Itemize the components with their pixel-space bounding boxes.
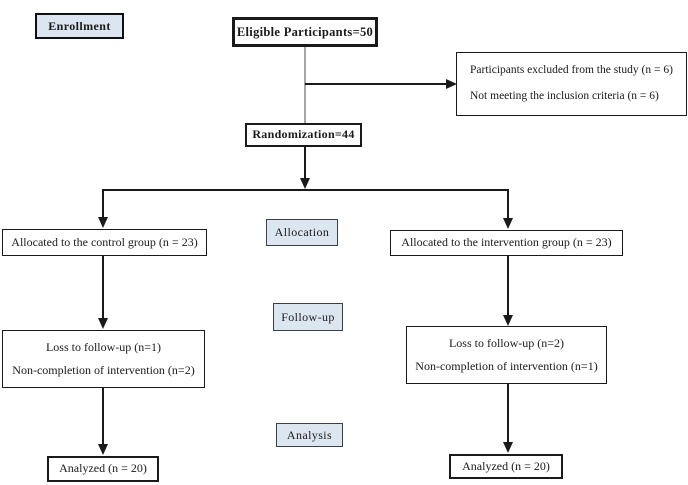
node-control-followup: Loss to follow-up (n=1) Non-completion o…	[2, 330, 205, 388]
node-intervention-followup: Loss to follow-up (n=2) Non-completion o…	[406, 326, 607, 384]
arrowhead-randomization-branch	[300, 178, 310, 189]
connector-intervention-to-analyzed	[507, 384, 509, 442]
excluded-line2: Not meeting the inclusion criteria (n = …	[470, 90, 659, 103]
connector-randomization-to-branch	[304, 147, 306, 178]
excluded-line1: Participants excluded from the study (n …	[470, 64, 673, 77]
connector-branch-to-control	[102, 189, 104, 217]
arrowhead-control-followup	[98, 318, 108, 329]
branch-line	[102, 189, 508, 191]
intervention-followup-line1: Loss to follow-up (n=2)	[448, 335, 565, 350]
arrowhead-branch-intervention	[503, 218, 513, 229]
arrowhead-control-analyzed	[98, 444, 108, 455]
control-followup-line1: Loss to follow-up (n=1)	[45, 339, 162, 354]
node-intervention-allocated: Allocated to the intervention group (n =…	[390, 230, 623, 256]
connector-control-to-followup	[102, 256, 104, 318]
stage-label-followup: Follow-up	[273, 303, 343, 331]
connector-intervention-to-followup	[507, 256, 509, 315]
connector-control-to-analyzed	[102, 388, 104, 444]
node-intervention-analyzed: Analyzed (n = 20)	[449, 454, 563, 479]
node-control-allocated: Allocated to the control group (n = 23)	[2, 229, 207, 256]
stage-label-enrollment: Enrollment	[35, 13, 124, 39]
node-randomization: Randomization=44	[245, 123, 362, 147]
stage-label-allocation: Allocation	[266, 219, 338, 246]
control-followup-line2: Non-completion of intervention (n=2)	[12, 362, 195, 377]
connector-to-excluded	[305, 83, 446, 85]
arrowhead-to-excluded	[446, 79, 457, 89]
connector-eligible-to-randomization	[304, 47, 306, 123]
intervention-followup-line2: Non-completion of intervention (n=1)	[415, 358, 598, 373]
stage-label-analysis: Analysis	[276, 423, 343, 447]
arrowhead-intervention-analyzed	[503, 442, 513, 453]
node-control-analyzed: Analyzed (n = 20)	[47, 456, 159, 482]
node-eligible-participants: Eligible Participants=50	[232, 17, 378, 47]
arrowhead-branch-control	[98, 217, 108, 228]
node-excluded: Participants excluded from the study (n …	[456, 52, 687, 116]
arrowhead-intervention-followup	[503, 315, 513, 326]
connector-branch-to-intervention	[507, 189, 509, 218]
